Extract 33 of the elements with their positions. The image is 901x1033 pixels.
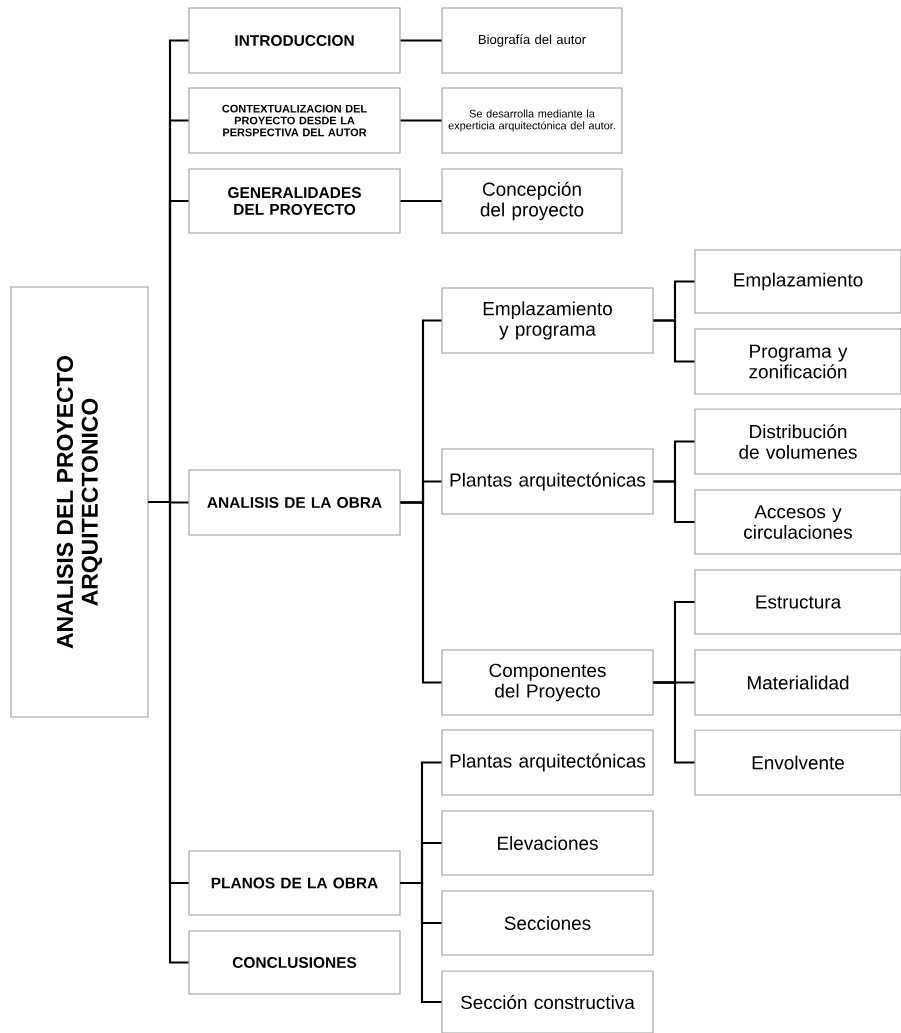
section-box: INTRODUCCION [188, 7, 401, 74]
detail-box: Biografía del autor [441, 7, 623, 74]
connector-line [653, 681, 695, 764]
subtopic-box: Materialidad [694, 649, 901, 716]
subtopic-box: Distribución de volumenes [694, 408, 901, 475]
detail-box: Concepción del proyecto [441, 168, 623, 234]
section-box: ANALISIS DE LA OBRA [188, 469, 401, 536]
subtopic-box: Programa y zonificación [694, 328, 901, 395]
connector-line [400, 39, 442, 42]
connector-line [400, 119, 442, 122]
topic-box: Componentes del Proyecto [441, 649, 654, 716]
topic-box: Sección constructiva [441, 970, 654, 1033]
connector-line [653, 319, 695, 363]
connector-line [400, 199, 442, 203]
root-box: ANALISIS DEL PROYECTO ARQUITECTONICO [10, 286, 149, 718]
section-box: PLANOS DE LA OBRA [188, 850, 401, 916]
section-box: CONCLUSIONES [188, 930, 401, 995]
topic-box: Plantas arquitectónicas [441, 729, 654, 796]
topic-box: Secciones [441, 890, 654, 956]
section-box: GENERALIDADES DEL PROYECTO [188, 168, 401, 234]
topic-box: Plantas arquitectónicas [441, 448, 654, 515]
subtopic-box: Accesos y circulaciones [694, 489, 901, 555]
connector-line [400, 881, 442, 1004]
connector-line [400, 501, 442, 684]
connector-line [653, 480, 695, 524]
section-box: CONTEXTUALIZACION DEL PROYECTO DESDE LA PERSPECTIVA DEL AUTOR [188, 87, 401, 154]
topic-box: Elevaciones [441, 810, 654, 876]
subtopic-box: Emplazamiento [694, 249, 901, 314]
detail-box: Se desarrolla mediante la experticia arquitectónica del autor. [441, 87, 623, 154]
subtopic-box: Envolvente [694, 729, 901, 796]
topic-box: Emplazamiento y programa [441, 287, 654, 354]
subtopic-box: Estructura [694, 569, 901, 635]
connector-line [148, 500, 189, 964]
